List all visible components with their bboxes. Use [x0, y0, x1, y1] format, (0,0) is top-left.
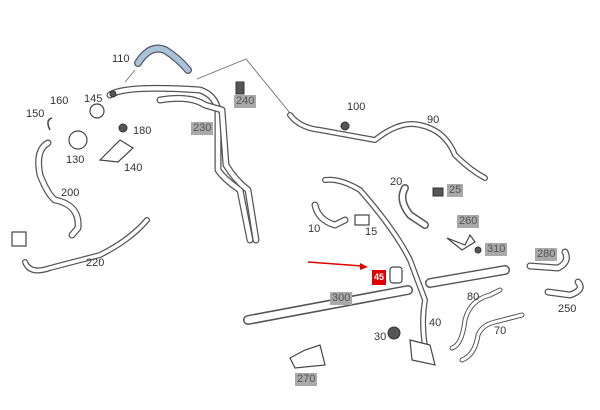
label-145[interactable]: 145: [84, 93, 103, 105]
valve[interactable]: [11, 231, 27, 247]
label-270[interactable]: 270: [295, 373, 318, 386]
label-100[interactable]: 100: [347, 101, 366, 113]
pump-130[interactable]: [68, 130, 88, 150]
nut-180[interactable]: [118, 123, 128, 133]
leader-line: [124, 58, 291, 114]
label-310[interactable]: 310: [485, 243, 508, 256]
part-25[interactable]: [432, 187, 444, 197]
label-230[interactable]: 230: [191, 122, 214, 135]
bracket-270[interactable]: [289, 344, 326, 369]
part-240[interactable]: [235, 81, 245, 95]
selection-arrow: [307, 261, 368, 270]
label-70[interactable]: 70: [494, 325, 507, 337]
hoses: [22, 44, 584, 363]
label-220[interactable]: 220: [86, 257, 105, 269]
hose-250[interactable]: [544, 278, 584, 299]
label-80[interactable]: 80: [467, 291, 480, 303]
label-10[interactable]: 10: [308, 223, 321, 235]
hose-70[interactable]: [459, 312, 525, 363]
hose-20[interactable]: [398, 184, 429, 229]
label-25[interactable]: 25: [447, 184, 464, 197]
label-130[interactable]: 130: [66, 154, 85, 166]
part-15[interactable]: [354, 214, 370, 226]
label-160[interactable]: 160: [50, 95, 69, 107]
part-45[interactable]: [389, 266, 403, 284]
parts: [11, 81, 482, 369]
label-240[interactable]: 240: [234, 95, 257, 108]
clip-150[interactable]: [47, 117, 53, 131]
ring-145[interactable]: [89, 103, 105, 119]
hose-230[interactable]: [106, 84, 260, 244]
part-100[interactable]: [340, 121, 350, 131]
bracket-140[interactable]: [98, 139, 134, 163]
part-40-housing[interactable]: [409, 339, 436, 366]
part-30[interactable]: [387, 326, 401, 340]
part-310[interactable]: [474, 246, 482, 254]
hose-80[interactable]: [449, 287, 503, 351]
hose-40[interactable]: [322, 176, 431, 363]
label-150[interactable]: 150: [26, 108, 45, 120]
label-15[interactable]: 15: [365, 226, 378, 238]
label-280[interactable]: 280: [535, 248, 558, 261]
label-30[interactable]: 30: [374, 331, 387, 343]
hose-200[interactable]: [35, 139, 82, 239]
label-300[interactable]: 300: [330, 292, 353, 305]
label-140[interactable]: 140: [124, 162, 143, 174]
hose-220[interactable]: [22, 217, 150, 274]
hose-10[interactable]: [311, 201, 349, 229]
label-110[interactable]: 110: [112, 53, 130, 65]
label-250[interactable]: 250: [558, 303, 577, 315]
label-180[interactable]: 180: [133, 125, 152, 137]
label-90[interactable]: 90: [427, 114, 440, 126]
hose-280[interactable]: [526, 248, 570, 272]
label-40[interactable]: 40: [429, 317, 442, 329]
label-260[interactable]: 260: [457, 215, 480, 228]
label-45-selected[interactable]: 45: [372, 270, 387, 285]
label-20[interactable]: 20: [390, 176, 403, 188]
bracket-260[interactable]: [446, 233, 476, 251]
label-200[interactable]: 200: [61, 187, 80, 199]
hose-90[interactable]: [287, 112, 488, 181]
hose-300[interactable]: [243, 265, 510, 325]
